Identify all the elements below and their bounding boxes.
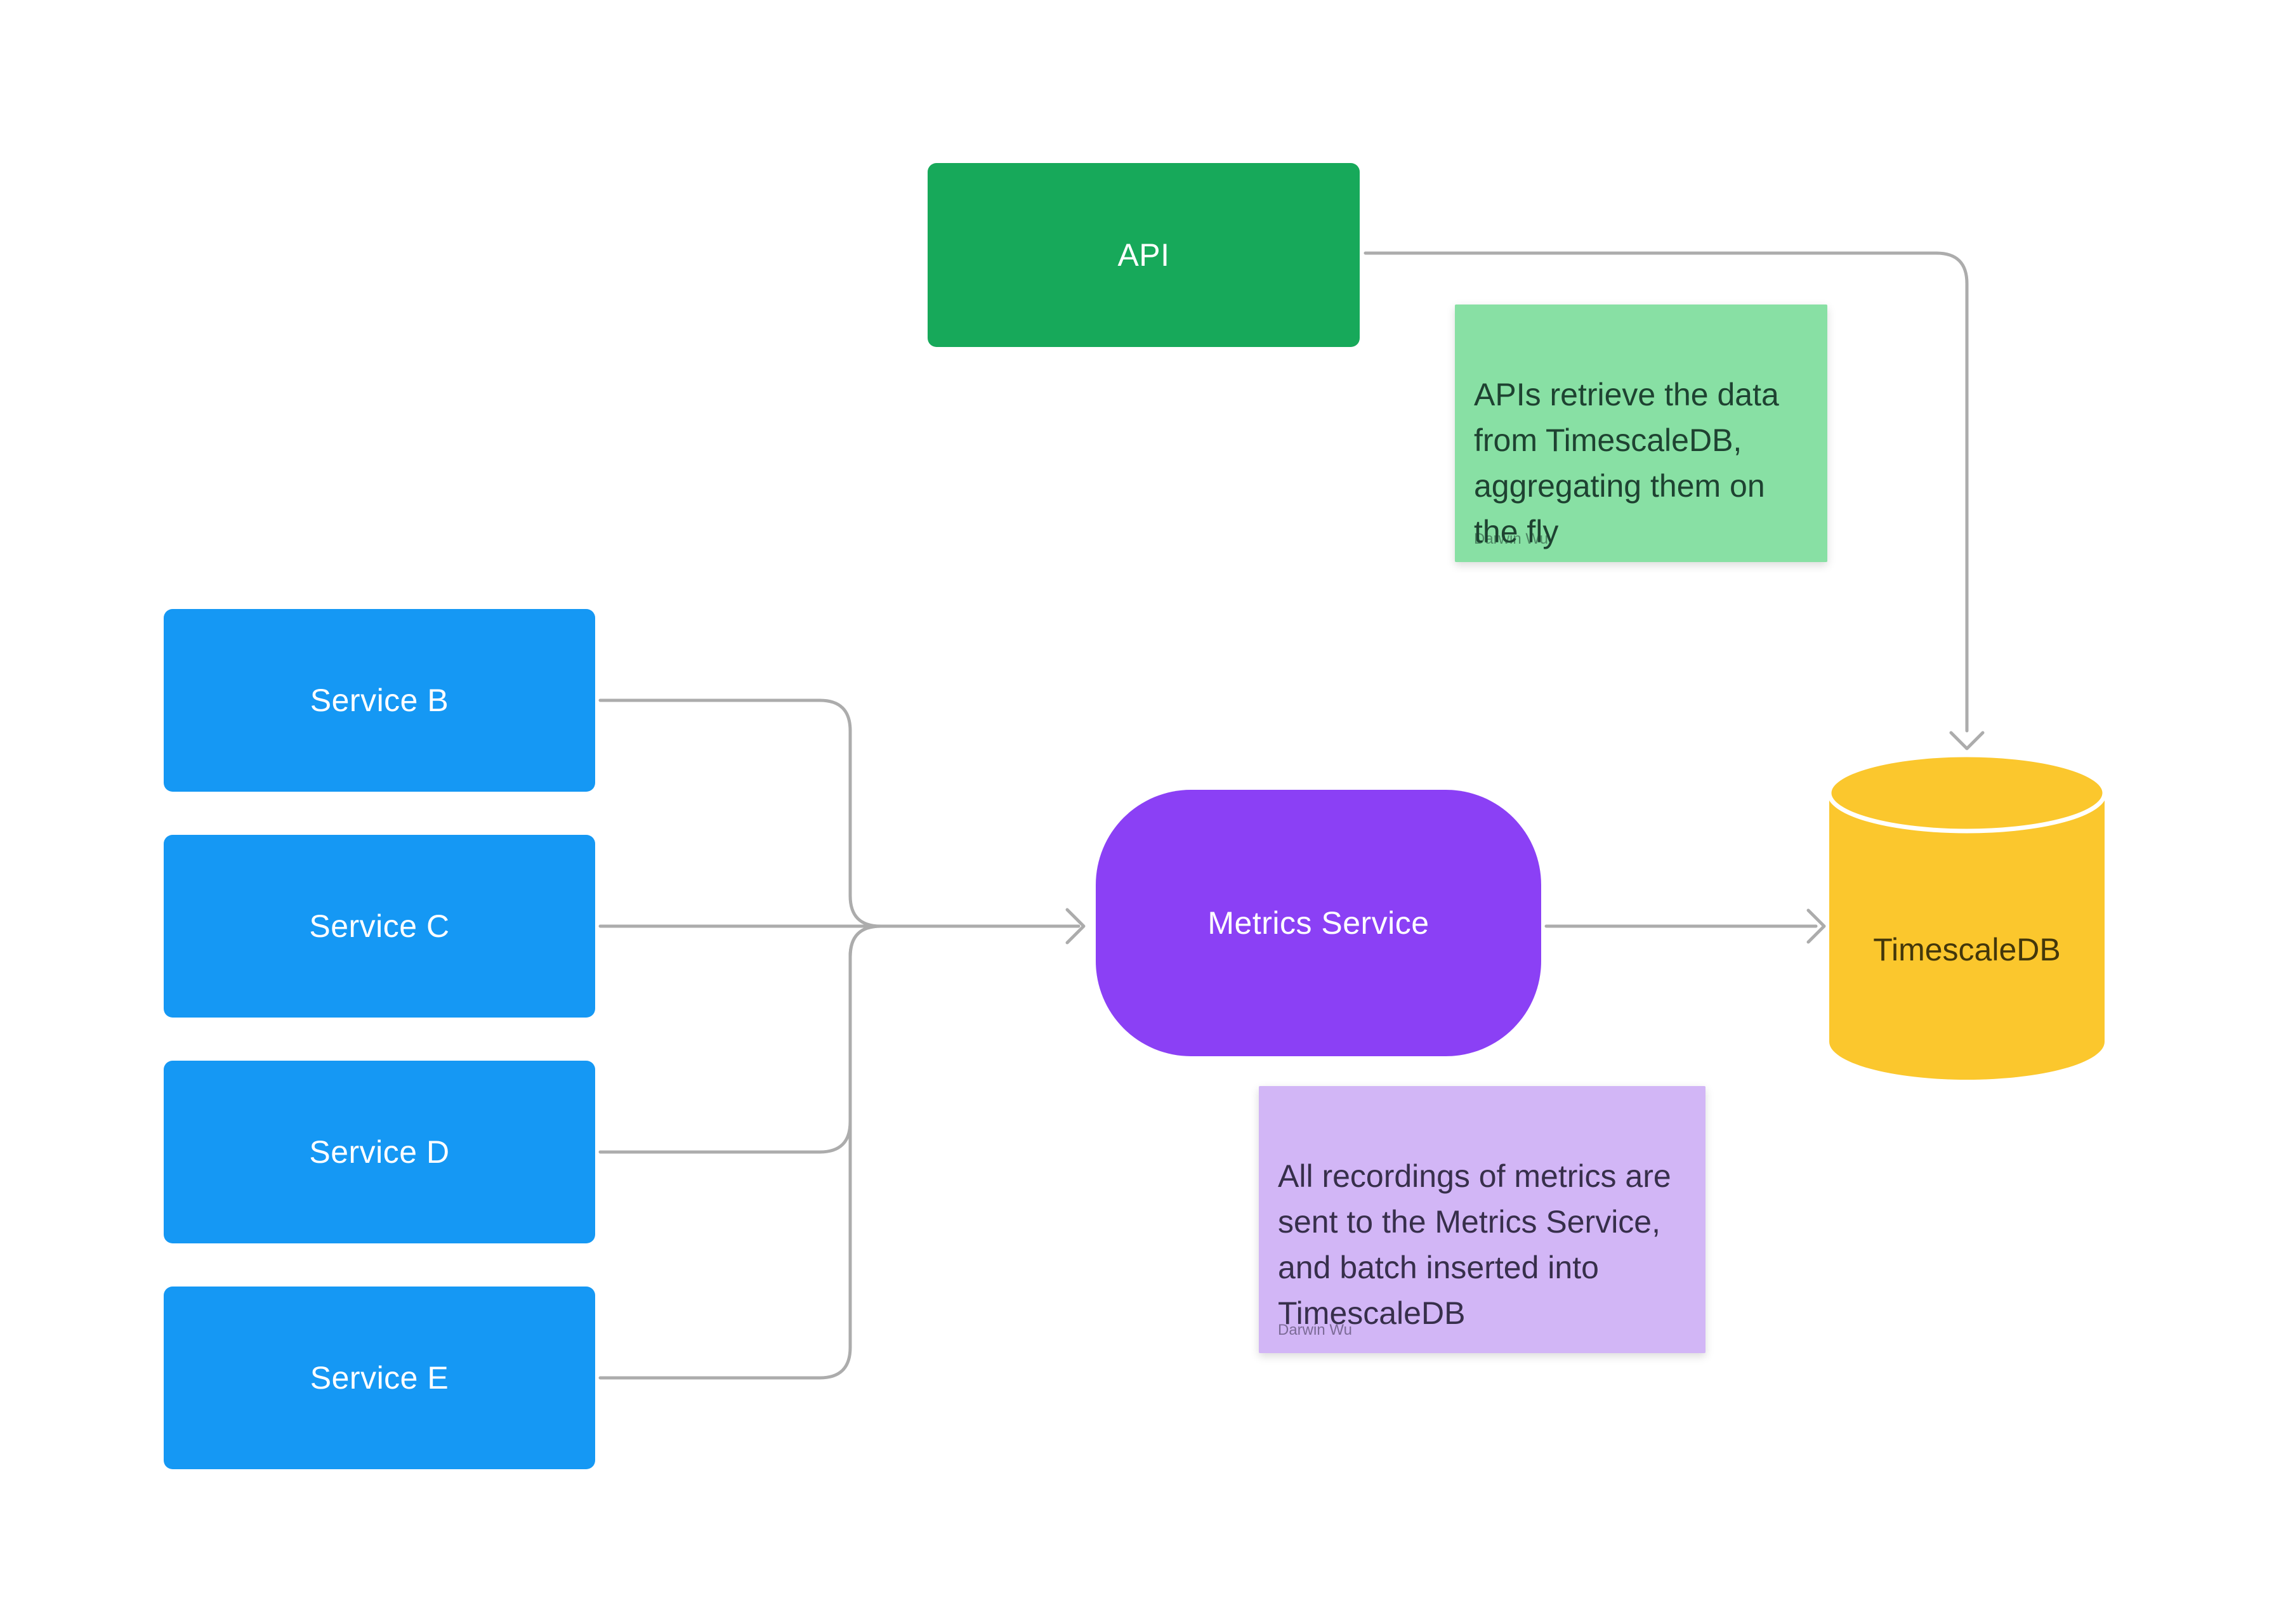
connector-service-b[interactable]: [598, 698, 883, 928]
node-api[interactable]: API: [928, 163, 1360, 347]
node-metrics-service[interactable]: Metrics Service: [1096, 790, 1541, 1056]
sticky-note-api-author: Darwin Wu: [1474, 530, 1548, 547]
connector-service-d[interactable]: [598, 924, 883, 1154]
sticky-note-api-text: APIs retrieve the data from TimescaleDB,…: [1474, 377, 1779, 549]
arrowhead-into-metrics: [1065, 908, 1086, 945]
node-service-c[interactable]: Service C: [164, 835, 595, 1018]
node-service-b[interactable]: Service B: [164, 609, 595, 792]
sticky-note-metrics-author: Darwin Wu: [1278, 1321, 1352, 1339]
node-timescaledb-label: TimescaleDB: [1873, 932, 2061, 967]
node-service-d[interactable]: Service D: [164, 1061, 595, 1243]
timescaledb-cylinder[interactable]: [1827, 752, 2107, 1080]
node-service-b-label: Service B: [310, 683, 449, 718]
sticky-note-metrics-text: All recordings of metrics are sent to th…: [1278, 1158, 1671, 1331]
arrowhead-into-db-top: [1949, 731, 1985, 750]
node-service-d-label: Service D: [309, 1134, 450, 1170]
arrowhead-into-db-left: [1806, 908, 1826, 944]
node-api-label: API: [1117, 237, 1170, 273]
node-service-e-label: Service E: [310, 1360, 449, 1396]
node-service-c-label: Service C: [309, 908, 450, 944]
sticky-note-api[interactable]: APIs retrieve the data from TimescaleDB,…: [1455, 304, 1827, 562]
cylinder-top-cap: [1827, 752, 2107, 834]
node-metrics-service-label: Metrics Service: [1207, 905, 1429, 941]
connector-service-e[interactable]: [598, 924, 883, 1380]
node-service-e[interactable]: Service E: [164, 1287, 595, 1469]
sticky-note-metrics[interactable]: All recordings of metrics are sent to th…: [1259, 1086, 1705, 1353]
